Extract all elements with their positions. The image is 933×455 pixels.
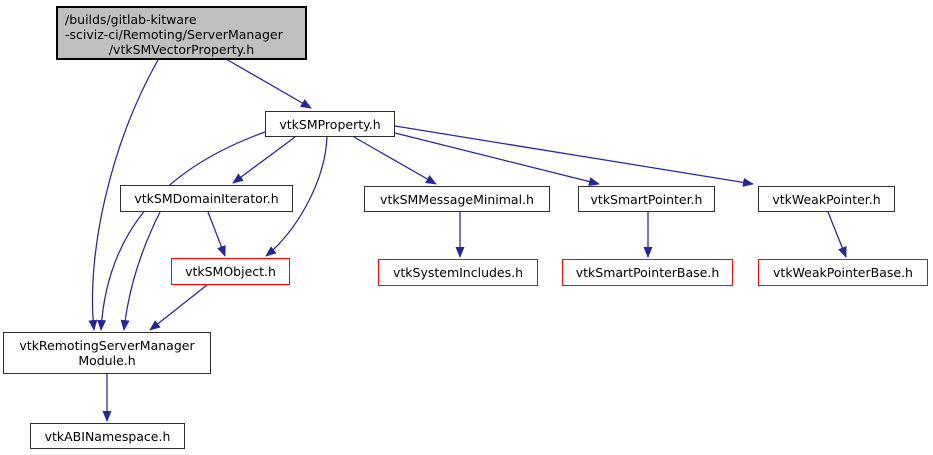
- node-label-line: vtkRemotingServerManager: [19, 338, 195, 353]
- node-vtkweakpointerbase[interactable]: vtkWeakPointerBase.h: [758, 259, 928, 286]
- edge-vtkweakpointer-to-vtkweakpointerbase: [827, 211, 847, 258]
- node-label-line: /builds/gitlab-kitware: [65, 12, 197, 27]
- node-vtkabinamespace[interactable]: vtkABINamespace.h: [30, 423, 185, 449]
- node-vtksmmessageminimal[interactable]: vtkSMMessageMinimal.h: [364, 186, 550, 212]
- edge-vtksmproperty-to-vtksmartpointer: [394, 132, 600, 186]
- node-vtkweakpointer[interactable]: vtkWeakPointer.h: [758, 186, 895, 212]
- node-vtkremotingservermanagermodule[interactable]: vtkRemotingServerManager Module.h: [3, 332, 211, 374]
- edge-vtksmproperty-to-vtksmdomainiterator: [232, 136, 296, 184]
- node-label: vtkSystemIncludes.h: [392, 265, 524, 280]
- node-label: vtkSMProperty.h: [279, 116, 381, 132]
- node-label-line: Module.h: [78, 353, 136, 368]
- node-label: vtkSMMessageMinimal.h: [380, 191, 534, 207]
- node-label: vtkSMObject.h: [185, 264, 276, 279]
- node-vtksmartpointer[interactable]: vtkSmartPointer.h: [578, 186, 715, 212]
- node-label: vtkWeakPointer.h: [772, 191, 881, 207]
- edge-vtksmvectorproperty-to-vtksmproperty: [225, 58, 312, 109]
- node-vtksmvectorproperty-current: /builds/gitlab-kitware -sciviz-ci/Remoti…: [56, 6, 307, 60]
- node-label: vtkWeakPointerBase.h: [773, 265, 913, 280]
- node-label: vtkSmartPointer.h: [590, 191, 703, 207]
- node-vtksmproperty[interactable]: vtkSMProperty.h: [265, 111, 395, 137]
- node-vtksmdomainiterator[interactable]: vtkSMDomainIterator.h: [120, 185, 293, 212]
- edge-vtksmproperty-to-vtksmmessageminimal: [353, 136, 437, 185]
- node-vtksmartpointerbase[interactable]: vtkSmartPointerBase.h: [562, 259, 733, 286]
- node-label-line: -sciviz-ci/Remoting/ServerManager: [65, 27, 283, 42]
- node-label-line: /vtkSMVectorProperty.h: [108, 42, 255, 57]
- edge-vtksmvectorproperty-to-module: [88, 59, 159, 331]
- edge-vtksmproperty-to-vtksmobject: [265, 136, 328, 257]
- node-label: vtkSMDomainIterator.h: [134, 191, 279, 206]
- edge-vtksmdomainiterator-to-vtksmobject: [207, 211, 226, 257]
- node-label: vtkABINamespace.h: [44, 428, 171, 444]
- node-vtksystemincludes[interactable]: vtkSystemIncludes.h: [378, 259, 538, 286]
- edge-vtksmdomainiterator-to-module: [120, 211, 161, 331]
- edge-vtksmobject-to-module: [149, 284, 208, 331]
- node-vtksmobject[interactable]: vtkSMObject.h: [171, 258, 290, 285]
- edge-vtksmproperty-to-vtkweakpointer: [394, 125, 754, 187]
- edge-vtksmproperty-to-module: [97, 131, 266, 331]
- node-label: vtkSmartPointerBase.h: [575, 265, 720, 280]
